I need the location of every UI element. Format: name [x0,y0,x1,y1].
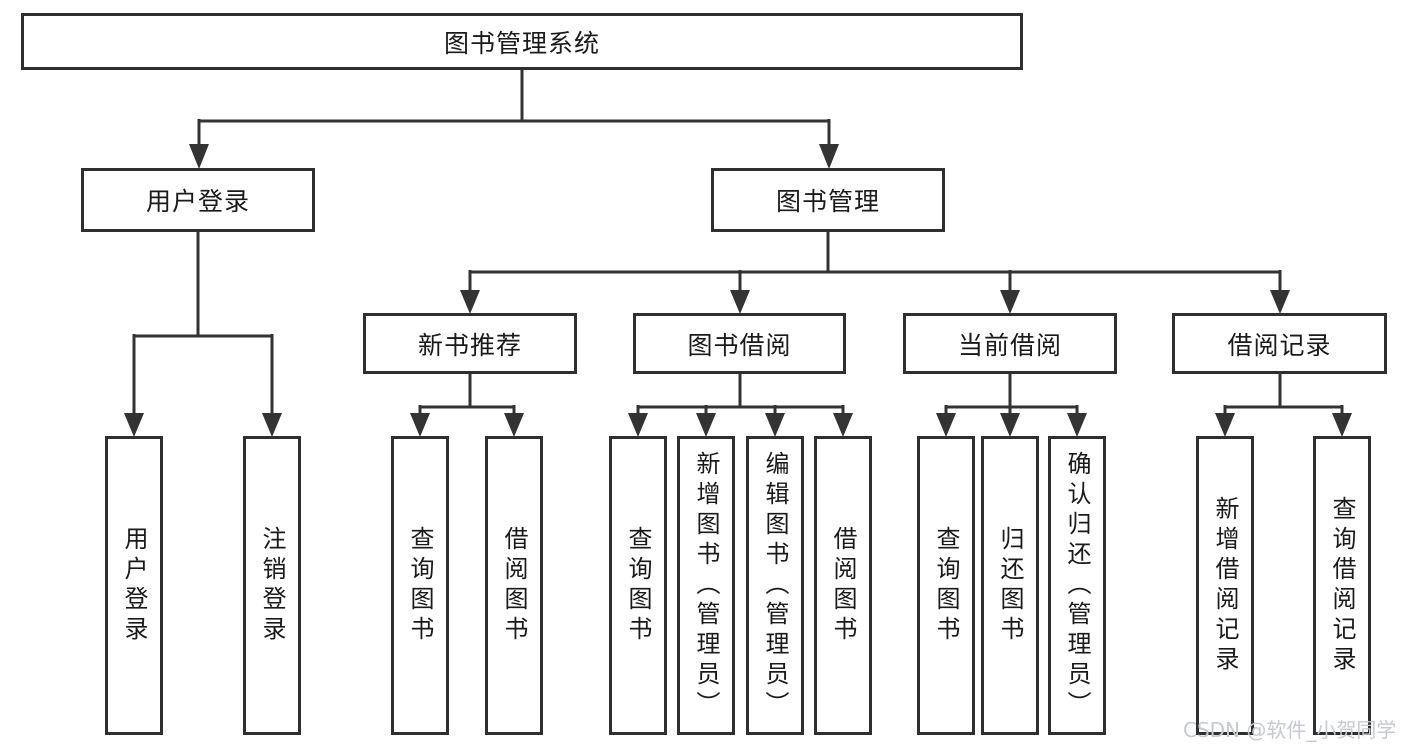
leaf-borrow-books-recommend: 借阅图书 [485,436,543,735]
watermark: CSDN @软件_小贺同学 [1183,718,1397,742]
leaf-label: 借阅图书 [829,525,857,646]
leaf-query-borrow-record: 查询借阅记录 [1313,436,1371,735]
node-current-borrow-label: 当前借阅 [957,330,1062,360]
node-book-management-label: 图书管理 [775,187,880,216]
leaf-label: 编辑图书（管理员） [761,450,789,721]
leaf-confirm-return-admin: 确认归还（管理员） [1048,436,1106,735]
arrowheads [124,144,1352,437]
node-book-borrow-label: 图书借阅 [687,330,792,360]
leaf-label: 确认归还（管理员） [1063,450,1091,721]
leaf-label: 新增图书（管理员） [692,450,720,721]
leaf-label: 查询图书 [624,525,652,646]
node-borrow-record: 借阅记录 [1172,313,1387,374]
leaf-query-books-current: 查询图书 [917,436,975,735]
leaf-label: 查询图书 [932,525,960,646]
leaf-query-books-recommend: 查询图书 [391,436,449,735]
leaf-label: 归还图书 [996,525,1024,646]
leaf-label: 新增借阅记录 [1211,495,1239,676]
leaf-query-books-borrow: 查询图书 [609,436,667,735]
node-root-label: 图书管理系统 [443,28,600,58]
node-current-borrow: 当前借阅 [903,313,1117,374]
leaf-add-books-admin: 新增图书（管理员） [677,436,735,735]
leaf-logout: 注销登录 [243,436,301,735]
node-root: 图书管理系统 [21,13,1023,70]
node-user-login: 用户登录 [81,168,315,232]
leaf-borrow-books: 借阅图书 [814,436,872,735]
leaf-add-borrow-record: 新增借阅记录 [1196,436,1254,735]
leaf-label: 查询图书 [406,525,434,646]
leaf-user-login: 用户登录 [105,436,163,735]
leaf-label: 借阅图书 [500,525,528,646]
leaf-edit-books-admin: 编辑图书（管理员） [746,436,804,735]
leaf-label: 用户登录 [120,525,148,646]
node-book-management: 图书管理 [711,168,945,232]
leaf-label: 查询借阅记录 [1328,495,1356,676]
node-user-login-label: 用户登录 [145,187,250,216]
leaf-label: 注销登录 [258,525,286,646]
node-new-book-recommend: 新书推荐 [363,313,577,374]
node-book-borrow: 图书借阅 [633,313,846,374]
leaf-return-books: 归还图书 [981,436,1039,735]
node-borrow-record-label: 借阅记录 [1227,330,1332,360]
node-new-book-recommend-label: 新书推荐 [417,330,522,360]
